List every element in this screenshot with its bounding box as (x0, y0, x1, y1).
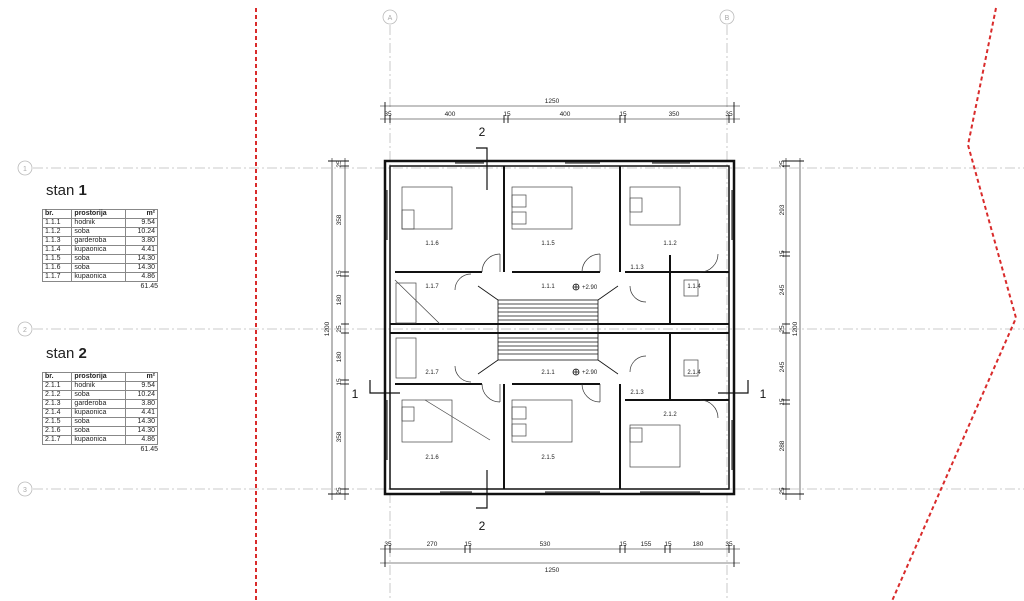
room-label-1-1-3: 1.1.3 (630, 265, 644, 271)
staircase (477, 285, 619, 375)
room-label-2-1-5: 2.1.5 (541, 455, 555, 461)
dim-left-2: 15 (336, 270, 343, 278)
grid-label-b: B (725, 15, 730, 22)
dim-left-6: 15 (336, 378, 343, 386)
dim-left-5: 180 (336, 351, 343, 362)
furniture (394, 186, 699, 468)
dim-top-0: 35 (384, 111, 392, 118)
room-label-1-1-1: 1.1.1 (541, 284, 555, 290)
dim-right-5: 245 (779, 361, 786, 372)
room-label-1-1-5: 1.1.5 (541, 241, 555, 247)
grid-lines (33, 25, 1024, 601)
apartment-1-title: stan 1 (46, 182, 87, 199)
section-label-right: 1 (760, 387, 767, 401)
interior-walls (390, 166, 729, 489)
dim-right-8: 25 (779, 487, 786, 495)
grid-label-3: 3 (23, 487, 27, 494)
dim-bottom-5: 155 (641, 541, 652, 548)
dim-bottom-2: 15 (464, 541, 472, 548)
doors (454, 253, 719, 419)
room-label-1-1-4: 1.1.4 (687, 284, 701, 290)
dim-left-total: 1200 (324, 321, 331, 336)
room-label-1-1-2: 1.1.2 (663, 241, 677, 247)
dim-bottom-3: 530 (540, 541, 551, 548)
apartment-2-title: stan 2 (46, 345, 87, 362)
room-label-2-1-2: 2.1.2 (663, 412, 677, 418)
room-label-2-1-6: 2.1.6 (425, 455, 439, 461)
dim-left-8: 25 (336, 487, 343, 495)
dim-bottom-8: 35 (725, 541, 733, 548)
boundary-line-right (891, 7, 1018, 601)
room-label-2-1-3: 2.1.3 (630, 390, 644, 396)
dim-top-6: 35 (725, 111, 733, 118)
level-lower: +2.90 (582, 370, 598, 376)
section-label-bottom: 2 (479, 519, 486, 533)
dim-right-2: 15 (779, 250, 786, 258)
dim-right-total: 1200 (792, 321, 799, 336)
grid-label-2: 2 (23, 327, 27, 334)
room-label-2-1-1: 2.1.1 (541, 370, 555, 376)
dimension-values-vertical: 1200 25 358 15 180 25 180 15 358 25 25 2… (324, 160, 799, 495)
dimension-ticks (328, 102, 804, 567)
dim-top-total: 1250 (545, 98, 560, 105)
dim-right-4: 25 (779, 325, 786, 333)
dim-bottom-total: 1250 (545, 567, 560, 574)
dim-top-3: 400 (560, 111, 571, 118)
dim-bottom-0: 35 (384, 541, 392, 548)
dim-left-4: 25 (336, 325, 343, 333)
dim-top-1: 400 (445, 111, 456, 118)
room-label-2-1-4: 2.1.4 (687, 370, 701, 376)
apartment-2-total-area: 61.45 (140, 446, 158, 453)
outer-wall-inner (389, 165, 730, 490)
dimension-lines (331, 105, 801, 564)
dim-left-0: 25 (336, 160, 343, 168)
dim-left-7: 358 (336, 431, 343, 442)
level-markers: +2.90 +2.90 (572, 283, 598, 376)
dim-top-5: 350 (669, 111, 680, 118)
dim-bottom-4: 15 (619, 541, 627, 548)
grid-label-a: A (388, 15, 393, 22)
dim-bottom-6: 15 (664, 541, 672, 548)
dim-right-3: 245 (779, 284, 786, 295)
room-label-1-1-7: 1.1.7 (425, 284, 439, 290)
dim-right-7: 288 (779, 440, 786, 451)
level-upper: +2.90 (582, 285, 598, 291)
dim-right-6: 15 (779, 398, 786, 406)
dim-right-0: 25 (779, 160, 786, 168)
section-cut-lines (369, 147, 749, 509)
section-label-left: 1 (352, 387, 359, 401)
grid-bubbles (17, 9, 735, 497)
room-label-2-1-7: 2.1.7 (425, 370, 439, 376)
dim-right-1: 293 (779, 204, 786, 215)
dim-bottom-7: 180 (693, 541, 704, 548)
windows (386, 162, 733, 493)
room-label-1-1-6: 1.1.6 (425, 241, 439, 247)
outer-wall (383, 159, 736, 496)
dimension-values: 1250 35 400 15 400 15 350 35 35 270 15 5… (384, 98, 733, 574)
grid-label-1: 1 (23, 166, 27, 173)
section-label-top: 2 (479, 125, 486, 139)
dim-left-3: 180 (336, 294, 343, 305)
dim-top-2: 15 (503, 111, 511, 118)
dim-bottom-1: 270 (427, 541, 438, 548)
dim-top-4: 15 (619, 111, 627, 118)
apartment-1-total-area: 61.45 (140, 283, 158, 290)
dim-left-1: 358 (336, 214, 343, 225)
